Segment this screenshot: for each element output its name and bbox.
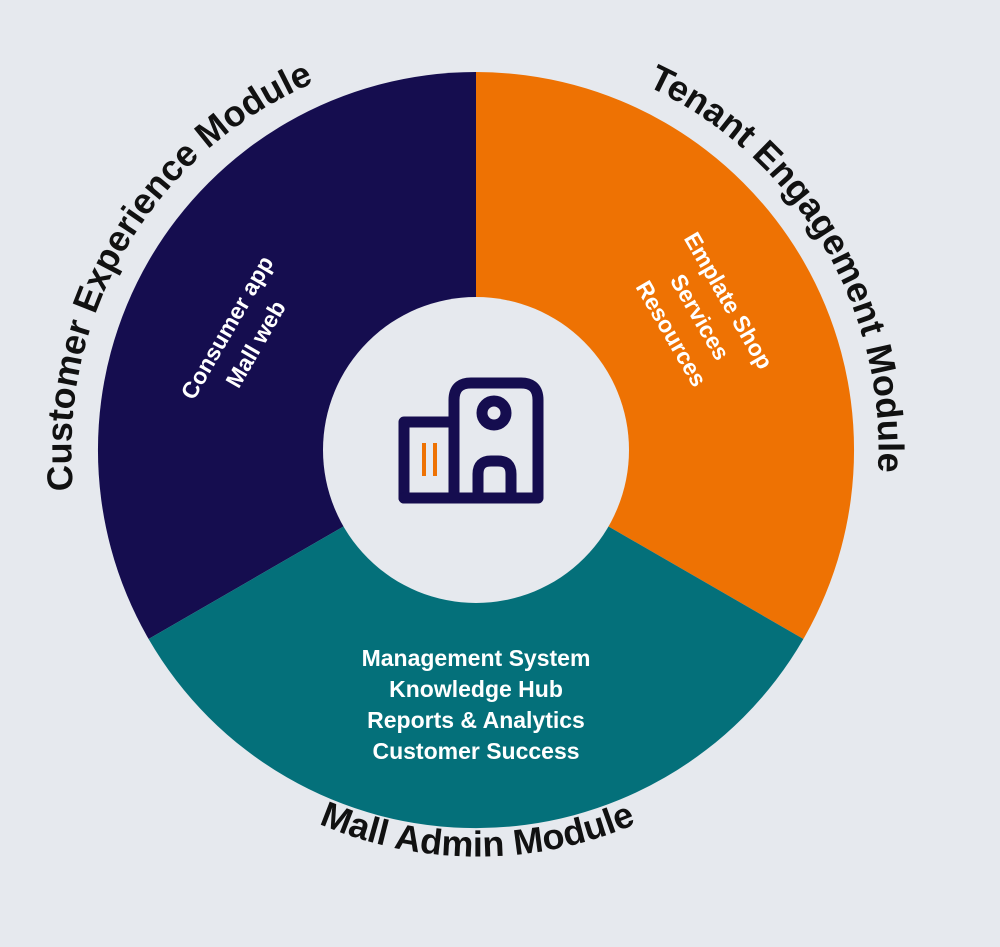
admin-item-knowledge-hub: Knowledge Hub (389, 676, 563, 702)
admin-item-reports-analytics: Reports & Analytics (367, 707, 585, 733)
admin-item-management-system: Management System (362, 645, 591, 671)
center-circle (323, 297, 629, 603)
mall-admin-segment (148, 450, 804, 829)
admin-items: Management System Knowledge Hub Reports … (362, 645, 591, 764)
admin-item-customer-success: Customer Success (372, 738, 579, 764)
building-icon (398, 377, 544, 504)
